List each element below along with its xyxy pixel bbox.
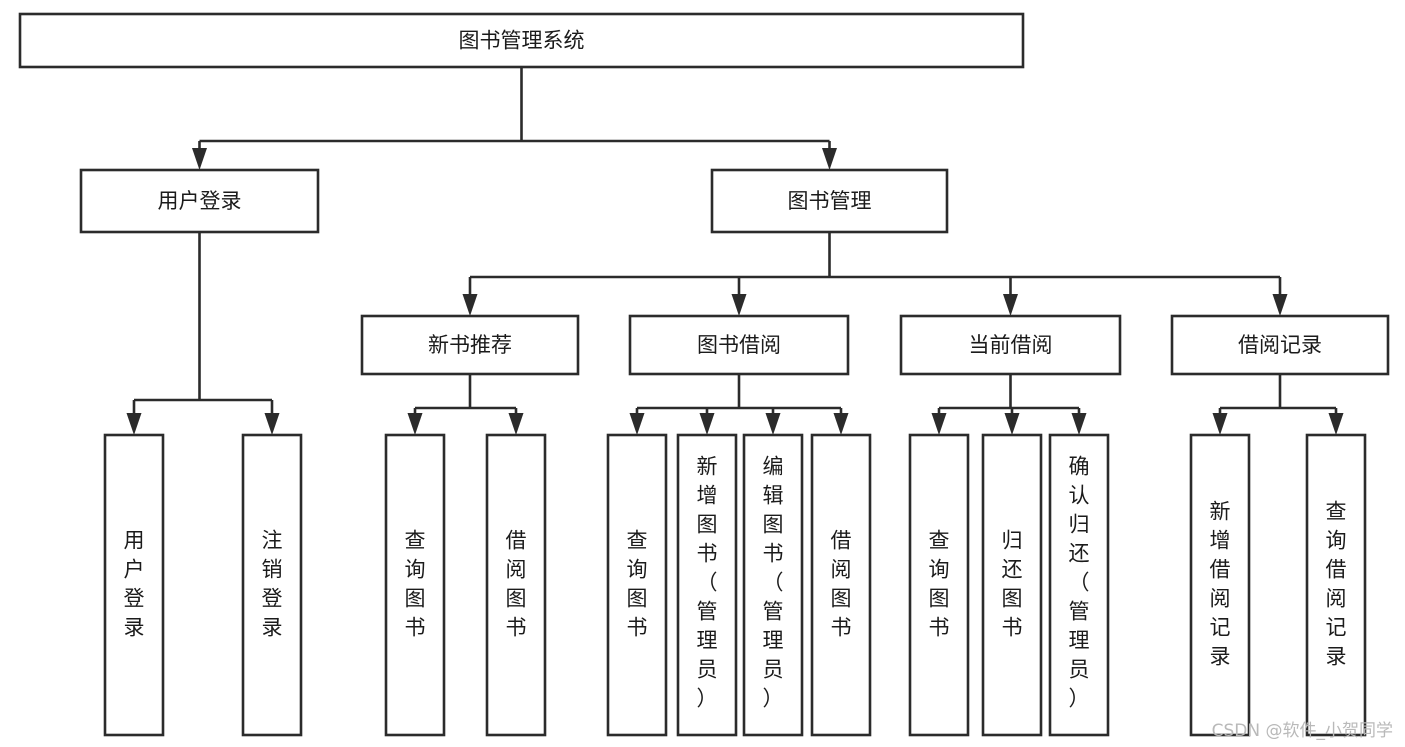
edge-group-new-book-rec xyxy=(407,374,524,435)
node-leaf-cb-confirm[interactable]: 确认归还（管理员） xyxy=(1048,433,1110,737)
node-leaf-br-query[interactable]: 查询借阅记录 xyxy=(1305,433,1367,737)
edge-group-current-borrow xyxy=(931,374,1087,435)
node-leaf-bb-edit[interactable]: 编辑图书（管理员） xyxy=(742,433,804,737)
node-box-leaf-br-add[interactable] xyxy=(1189,433,1251,737)
node-label-leaf-rec-query: 查询图书 xyxy=(405,529,426,640)
node-leaf-bb-borrow[interactable]: 借阅图书 xyxy=(810,433,872,737)
node-borrow-record[interactable]: 借阅记录 xyxy=(1170,314,1390,376)
node-label-leaf-cb-return: 归还图书 xyxy=(1002,529,1023,640)
node-user-login[interactable]: 用户登录 xyxy=(79,168,320,234)
node-label-book-manage: 图书管理 xyxy=(788,189,872,213)
node-leaf-user-login[interactable]: 用户登录 xyxy=(103,433,165,737)
node-box-leaf-br-query[interactable] xyxy=(1305,433,1367,737)
edge-group-book-borrow xyxy=(629,374,849,435)
node-label-leaf-cb-query: 查询图书 xyxy=(929,529,950,640)
node-label-borrow-record: 借阅记录 xyxy=(1238,333,1322,357)
node-label-book-borrow: 图书借阅 xyxy=(697,333,781,357)
node-book-borrow[interactable]: 图书借阅 xyxy=(628,314,850,376)
node-box-book-manage[interactable] xyxy=(710,168,949,234)
node-box-leaf-rec-borrow[interactable] xyxy=(485,433,547,737)
node-label-leaf-bb-add: 新增图书（管理员） xyxy=(697,455,718,711)
node-label-leaf-user-login: 用户登录 xyxy=(124,529,145,640)
node-new-book-rec[interactable]: 新书推荐 xyxy=(360,314,580,376)
node-box-leaf-bb-edit[interactable] xyxy=(742,433,804,737)
node-leaf-bb-query[interactable]: 查询图书 xyxy=(606,433,668,737)
node-label-leaf-br-query: 查询借阅记录 xyxy=(1326,500,1347,669)
node-box-leaf-bb-query[interactable] xyxy=(606,433,668,737)
edge-group-root xyxy=(192,67,837,170)
node-label-leaf-rec-borrow: 借阅图书 xyxy=(506,529,527,640)
node-label-leaf-cb-confirm: 确认归还（管理员） xyxy=(1069,455,1090,711)
node-label-root: 图书管理系统 xyxy=(459,29,585,53)
node-box-leaf-cb-confirm[interactable] xyxy=(1048,433,1110,737)
node-box-user-login[interactable] xyxy=(79,168,320,234)
edge-group-book-manage xyxy=(462,232,1288,316)
node-label-leaf-user-logout: 注销登录 xyxy=(262,529,283,640)
node-root[interactable]: 图书管理系统 xyxy=(18,12,1025,69)
node-box-leaf-cb-return[interactable] xyxy=(981,433,1043,737)
node-label-new-book-rec: 新书推荐 xyxy=(428,333,512,357)
node-box-leaf-bb-borrow[interactable] xyxy=(810,433,872,737)
node-box-leaf-rec-query[interactable] xyxy=(384,433,446,737)
edge-group-borrow-record xyxy=(1212,374,1344,435)
node-box-leaf-user-logout[interactable] xyxy=(241,433,303,737)
node-leaf-br-add[interactable]: 新增借阅记录 xyxy=(1189,433,1251,737)
node-box-current-borrow[interactable] xyxy=(899,314,1122,376)
node-box-leaf-user-login[interactable] xyxy=(103,433,165,737)
node-leaf-rec-query[interactable]: 查询图书 xyxy=(384,433,446,737)
node-box-root[interactable] xyxy=(18,12,1025,69)
node-box-book-borrow[interactable] xyxy=(628,314,850,376)
node-leaf-user-logout[interactable]: 注销登录 xyxy=(241,433,303,737)
node-current-borrow[interactable]: 当前借阅 xyxy=(899,314,1122,376)
edges-layer xyxy=(126,67,1344,435)
node-leaf-cb-return[interactable]: 归还图书 xyxy=(981,433,1043,737)
node-box-new-book-rec[interactable] xyxy=(360,314,580,376)
node-book-manage[interactable]: 图书管理 xyxy=(710,168,949,234)
node-label-leaf-bb-borrow: 借阅图书 xyxy=(831,529,852,640)
node-leaf-rec-borrow[interactable]: 借阅图书 xyxy=(485,433,547,737)
node-label-leaf-bb-edit: 编辑图书（管理员） xyxy=(763,455,784,711)
nodes-layer: 图书管理系统用户登录图书管理新书推荐图书借阅当前借阅借阅记录用户登录注销登录查询… xyxy=(18,12,1390,737)
node-label-leaf-br-add: 新增借阅记录 xyxy=(1210,500,1231,669)
node-leaf-bb-add[interactable]: 新增图书（管理员） xyxy=(676,433,738,737)
node-box-leaf-bb-add[interactable] xyxy=(676,433,738,737)
edge-group-user-login xyxy=(126,232,280,435)
node-label-leaf-bb-query: 查询图书 xyxy=(627,529,648,640)
node-box-leaf-cb-query[interactable] xyxy=(908,433,970,737)
node-label-user-login: 用户登录 xyxy=(158,189,242,213)
node-leaf-cb-query[interactable]: 查询图书 xyxy=(908,433,970,737)
node-label-current-borrow: 当前借阅 xyxy=(969,333,1053,357)
node-box-borrow-record[interactable] xyxy=(1170,314,1390,376)
